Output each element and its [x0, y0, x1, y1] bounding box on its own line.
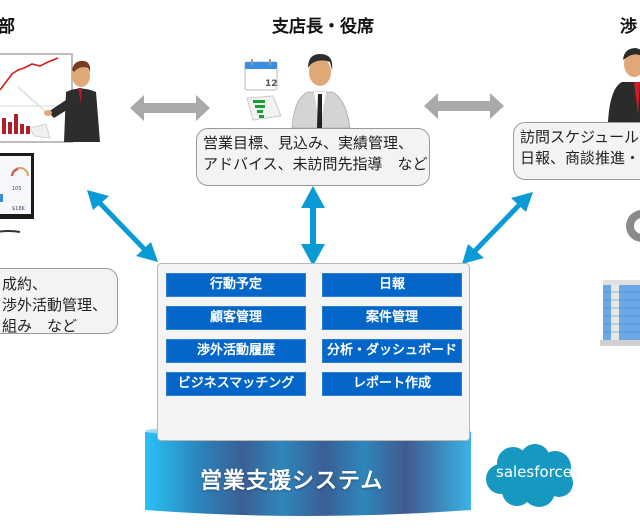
left-system-double-arrow-icon [87, 190, 158, 262]
left-bubble-line-1: 成約、 [2, 275, 48, 293]
calendar-chart-icon: 12 [244, 59, 282, 121]
right-role-bubble: 訪問スケジュール管 日報、商談推進・ [513, 122, 640, 180]
left-bubble-line-3: 組み など [2, 317, 78, 334]
system-function-panel: 行動予定 日報 顧客管理 案件管理 渉外活動履歴 分析・ダッシュボード ビジネス… [157, 263, 470, 441]
function-report-creation[interactable]: レポート作成 [322, 372, 462, 396]
salesforce-logo-text: salesforce [496, 463, 572, 481]
role-title-left: 部 [0, 17, 15, 37]
cycle-arrow-icon [626, 210, 640, 242]
left-bubble-line-2: 渉外活動管理、 [2, 296, 108, 314]
svg-text:$18K: $18K [12, 206, 26, 212]
center-bubble-line-2: アドバイス、未訪問先指導 など [203, 155, 428, 173]
function-daily-report[interactable]: 日報 [322, 273, 462, 297]
salesforce-logo-icon [486, 444, 573, 507]
system-name: 営業支援システム [200, 469, 384, 494]
function-activity-history[interactable]: 渉外活動履歴 [166, 339, 306, 363]
role-title-center: 支店長・役席 [272, 17, 374, 37]
dashboard-monitor-icon: 105 $18K [0, 153, 34, 233]
function-schedule[interactable]: 行動予定 [166, 273, 306, 297]
svg-text:12: 12 [265, 79, 278, 89]
svg-text:105: 105 [12, 186, 22, 192]
presentation-board-icon [0, 53, 100, 143]
center-system-double-arrow-icon [301, 186, 325, 266]
left-role-bubble: 成約、 渉外活動管理、 組み など [0, 268, 118, 334]
manager-person-icon [291, 54, 351, 128]
right-bubble-line-2: 日報、商談推進・ [520, 149, 640, 167]
function-business-matching[interactable]: ビジネスマッチング [166, 372, 306, 396]
center-right-double-arrow-icon [424, 93, 504, 119]
function-analytics-dashboard[interactable]: 分析・ダッシュボード [322, 339, 462, 363]
function-customer-management[interactable]: 顧客管理 [166, 306, 306, 330]
sales-rep-person-icon [608, 48, 640, 122]
right-system-double-arrow-icon [462, 192, 533, 264]
role-title-right: 渉 [620, 17, 637, 37]
function-deal-management[interactable]: 案件管理 [322, 306, 462, 330]
right-bubble-line-1: 訪問スケジュール管 [520, 128, 640, 146]
center-bubble-line-1: 営業目標、見込み、実績管理、 [203, 134, 414, 152]
left-center-double-arrow-icon [130, 95, 210, 121]
office-building-icon [600, 280, 640, 346]
center-role-bubble: 営業目標、見込み、実績管理、 アドバイス、未訪問先指導 など [196, 128, 430, 186]
